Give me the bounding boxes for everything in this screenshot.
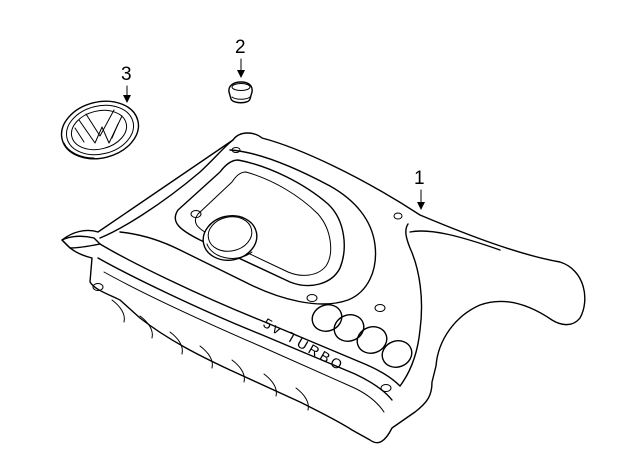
callout-2-number: 2	[235, 37, 246, 58]
callout-3-number: 3	[121, 64, 132, 85]
grommet-part	[228, 81, 253, 104]
callout-1: 1	[414, 168, 425, 210]
callout-2: 2	[235, 37, 246, 78]
callout-1-number: 1	[414, 168, 425, 189]
vw-emblem-part	[60, 100, 140, 160]
engine-cover-part: 5v TURBO	[61, 132, 586, 444]
callout-3: 3	[121, 64, 132, 103]
